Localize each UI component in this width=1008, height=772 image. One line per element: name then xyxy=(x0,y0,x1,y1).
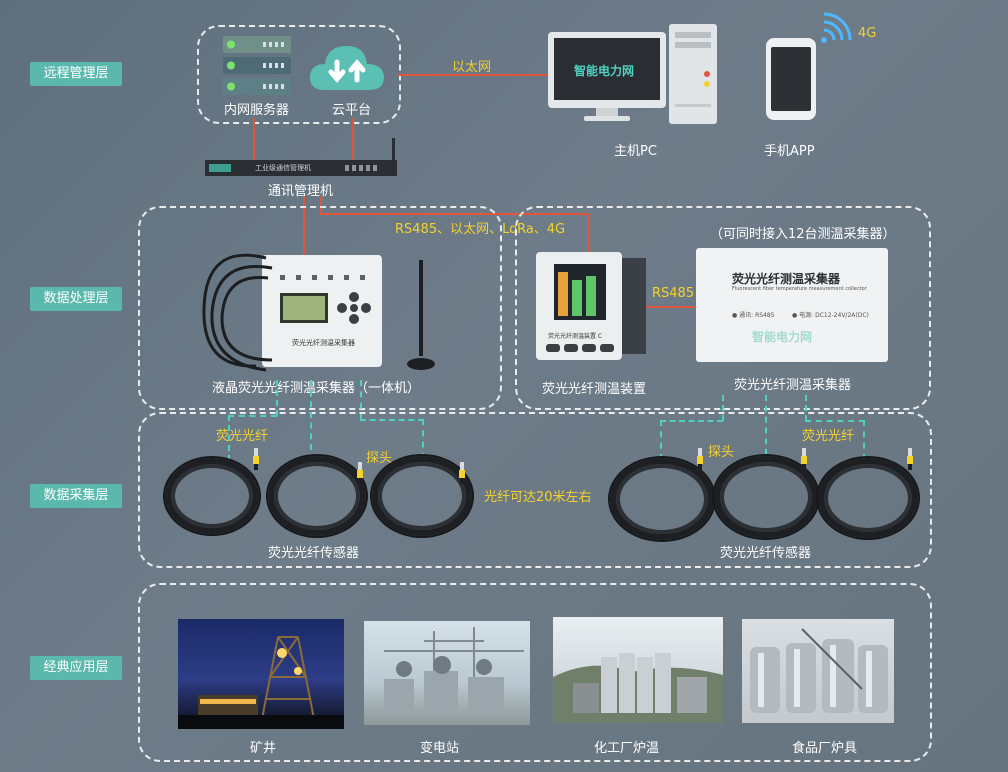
mine-photo xyxy=(178,619,344,729)
fiber-link-right-3 xyxy=(805,395,807,421)
app-label-mine: 矿井 xyxy=(250,741,277,756)
fiber-link-right-1 xyxy=(722,395,724,421)
layer-tag-collection: 数据采集层 xyxy=(30,484,122,508)
application-group xyxy=(138,583,932,762)
lcd-collector-group xyxy=(138,206,502,410)
fiber-link-left-3 xyxy=(360,380,362,420)
cloud-platform-label: 云平台 xyxy=(332,103,372,118)
lcd-collector-device xyxy=(262,255,382,367)
fiber-link-right-1v xyxy=(660,420,662,460)
lcd-collector-label: 液晶荧光光纤测温采集器（一体机） xyxy=(212,381,421,396)
probe-tip-icon xyxy=(696,448,704,470)
fiber-link-right-1h xyxy=(660,420,723,422)
comm-branch-link xyxy=(320,196,322,214)
layer-tag-processing: 数据处理层 xyxy=(30,287,122,311)
substation-photo xyxy=(364,621,530,725)
fiber-link-right-3h xyxy=(805,420,865,422)
app-label-food: 食品厂炉具 xyxy=(792,741,858,756)
collector-device: 荧光光纤测温采集器 Fluorescent fiber temperature … xyxy=(696,248,888,362)
layer-tag-remote: 远程管理层 xyxy=(30,62,122,86)
fiber-left-label: 荧光光纤 xyxy=(216,429,269,444)
fiber-coil-icon xyxy=(714,456,818,538)
rs485-link xyxy=(646,306,696,308)
rs485-label: RS485 xyxy=(652,286,695,301)
intranet-server-label: 内网服务器 xyxy=(224,103,290,118)
comm-manager-label: 通讯管理机 xyxy=(268,184,334,199)
measure-device-panel: 荧光光纤测温装置 C xyxy=(548,333,603,340)
measure-drop-link xyxy=(588,213,590,253)
cable-bundle-icon xyxy=(196,248,280,378)
antenna-icon xyxy=(406,260,436,372)
fiber-link-right-3v xyxy=(863,420,865,460)
fiber-link-left-3v xyxy=(422,419,424,459)
layer-tag-application: 经典应用层 xyxy=(30,656,122,680)
fiber-coil-icon xyxy=(165,458,259,534)
cloud-icon xyxy=(307,38,387,94)
host-pc-label: 主机PC xyxy=(614,144,657,159)
fiber-link-left-1 xyxy=(276,380,278,416)
wifi-signal-icon xyxy=(820,12,854,44)
fiber-link-left-3h xyxy=(360,419,424,421)
monitor-icon xyxy=(548,32,678,122)
fiber-link-right-2 xyxy=(765,395,767,455)
pc-tower-icon xyxy=(669,24,717,124)
fiber-link-left-1v xyxy=(228,415,230,461)
cloud-link xyxy=(352,118,354,160)
probe-left-label: 探头 xyxy=(366,451,393,466)
probe-right-label: 探头 xyxy=(708,445,735,460)
app-label-chemical: 化工厂炉温 xyxy=(594,741,660,756)
collector-power: ● 电源: DC12-24V/2A(DC) xyxy=(792,312,869,319)
app-label-substation: 变电站 xyxy=(420,741,460,756)
fiber-coil-icon xyxy=(610,458,714,540)
sensor-group xyxy=(138,412,932,568)
collector-watermark: 智能电力网 xyxy=(752,330,813,344)
fiber-link-left-2 xyxy=(310,380,312,450)
probe-tip-icon xyxy=(252,448,260,470)
probe-tip-icon xyxy=(800,448,808,470)
comm-to-measure-link xyxy=(320,213,590,215)
server-icon xyxy=(223,36,291,96)
mobile-app-label: 手机APP xyxy=(764,144,815,159)
fiber-link-left-1h xyxy=(228,415,277,417)
probe-tip-icon xyxy=(356,462,364,484)
fiber-distance-label: 光纤可达20米左右 xyxy=(484,490,592,505)
fiber-coil-icon xyxy=(818,458,918,538)
lcd-device-text: 荧光光纤测温采集器 xyxy=(292,339,355,347)
network-4g-label: 4G xyxy=(858,26,877,41)
phone-icon xyxy=(766,38,816,120)
collector-title: 荧光光纤测温采集器 xyxy=(732,272,841,286)
fiber-right-label: 荧光光纤 xyxy=(802,429,855,444)
collector-subtitle: Fluorescent fiber temperature measuremen… xyxy=(732,286,867,292)
ethernet-label: 以太网 xyxy=(452,60,492,75)
fiber-coil-icon xyxy=(372,456,472,536)
comm-manager-device xyxy=(205,160,397,176)
chemical-plant-photo xyxy=(553,617,723,723)
comm-antenna xyxy=(392,138,395,162)
probe-tip-icon xyxy=(906,448,914,470)
comm-to-lcd-link xyxy=(303,196,305,256)
collector-rs485: ● 通讯: RS485 xyxy=(732,312,775,319)
collector-note: （可同时接入12台测温采集器） xyxy=(710,227,896,242)
measure-device xyxy=(536,252,646,360)
fiber-coil-icon xyxy=(268,456,366,536)
sensor-left-label: 荧光光纤传感器 xyxy=(268,546,360,561)
ethernet-link xyxy=(397,74,549,76)
comm-device-plate: 工业级通信管理机 xyxy=(255,164,311,172)
measure-device-label: 荧光光纤测温装置 xyxy=(542,382,647,397)
pc-screen-brand: 智能电力网 xyxy=(574,64,635,78)
server-link xyxy=(253,118,255,160)
probe-tip-icon xyxy=(458,462,466,484)
sensor-right-label: 荧光光纤传感器 xyxy=(720,546,812,561)
collector-label: 荧光光纤测温采集器 xyxy=(734,378,852,393)
food-factory-photo xyxy=(742,619,894,723)
